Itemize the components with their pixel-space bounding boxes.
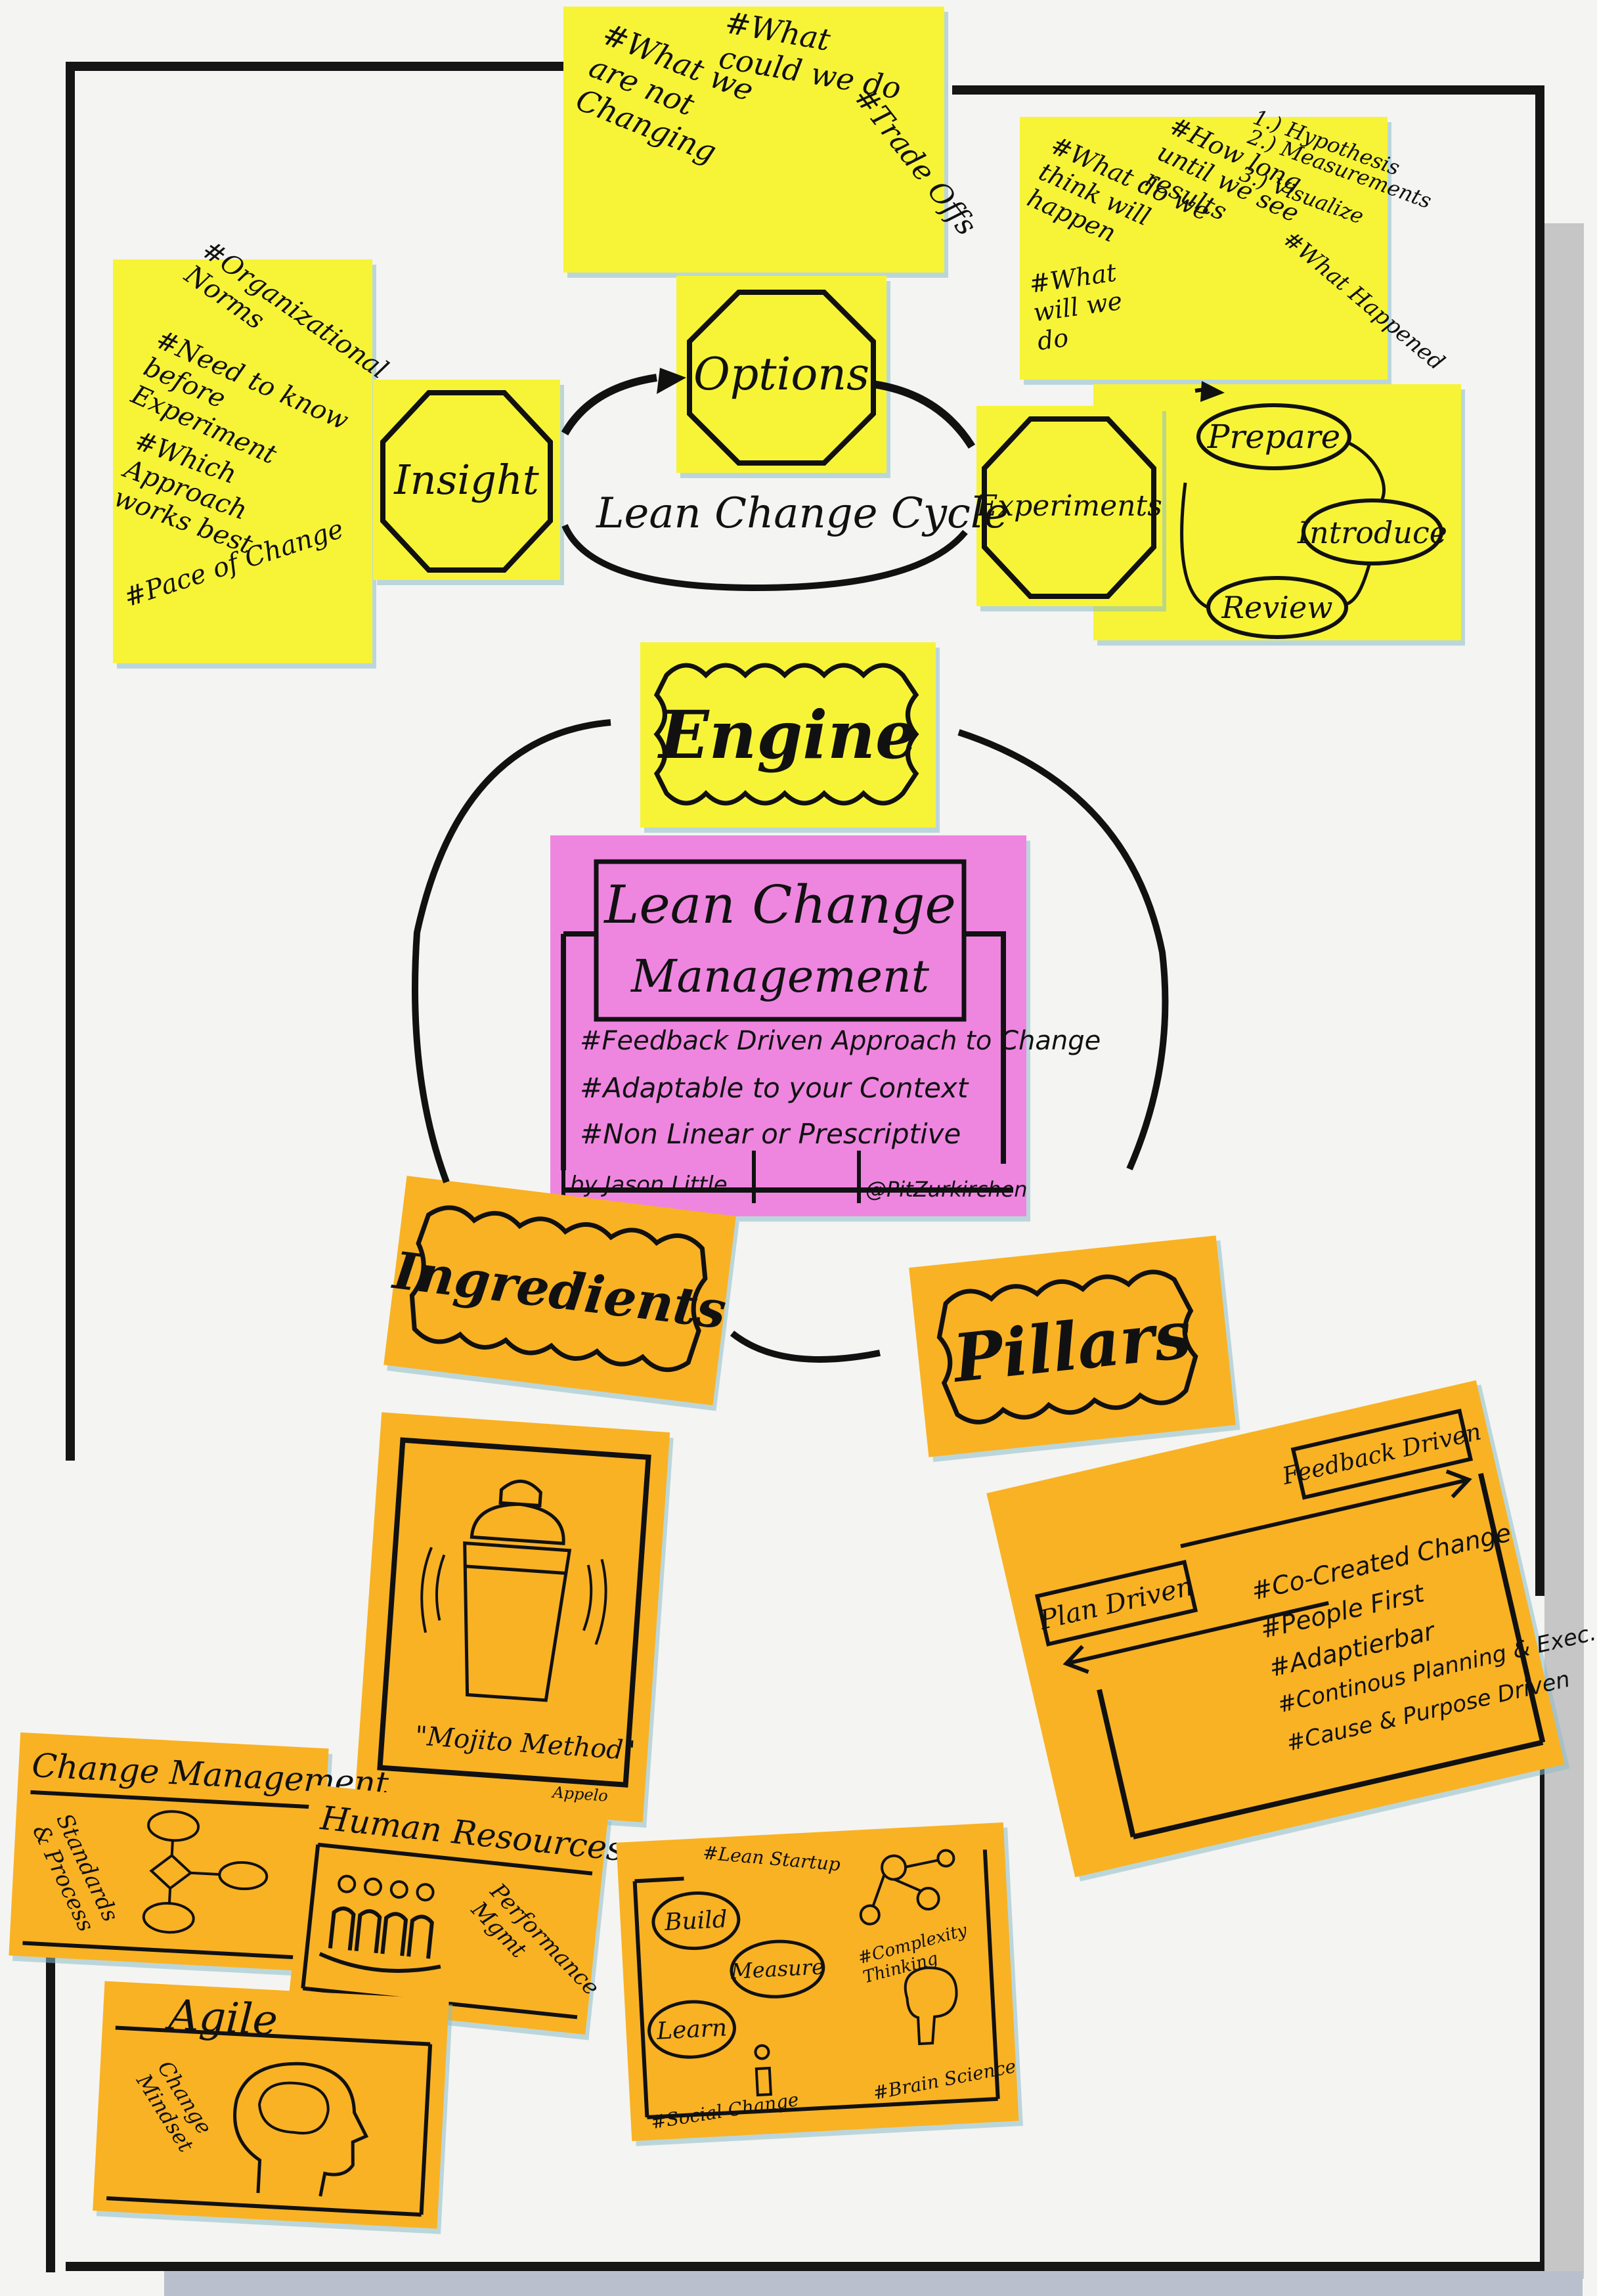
options-tag-tradeoffs: #Trade Offs bbox=[847, 80, 984, 242]
engine-note: Engine bbox=[640, 642, 936, 828]
lcm-title-1: Lean Change bbox=[604, 873, 956, 935]
step-review: Review bbox=[1221, 590, 1333, 625]
change-management-note: Change Management Standards & Process bbox=[9, 1732, 389, 1972]
step-introduce: Introduce bbox=[1297, 514, 1448, 550]
engine-burst-frame bbox=[653, 663, 919, 806]
frame-shadow-bottom bbox=[164, 2271, 1583, 2296]
lean-build: Build bbox=[664, 1905, 728, 1936]
insight-label: Insight bbox=[394, 456, 539, 504]
lean-learn: Learn bbox=[655, 2014, 728, 2045]
experiments-tag-what-will: #What will we do bbox=[1027, 257, 1124, 356]
frame-bottom bbox=[66, 2262, 1543, 2271]
lean-note: #Lean Startup Build Measure Learn #Compl… bbox=[616, 1822, 1019, 2142]
experiments-tags-note: 1.) Hypothesis 2.) Measurements 3.) Visu… bbox=[1020, 104, 1449, 380]
mojito-credit: Appelo bbox=[552, 1782, 609, 1805]
options-tags-note: #What could we do #What we are not Chang… bbox=[563, 5, 983, 273]
pillars-label: Pillars bbox=[950, 1295, 1195, 1398]
lcm-note: Lean Change Management #Feedback Driven … bbox=[550, 835, 1101, 1216]
frame-left bbox=[66, 62, 75, 1461]
options-label: Options bbox=[693, 348, 869, 401]
lcm-tag-feedback: #Feedback Driven Approach to Change bbox=[580, 1026, 1101, 1056]
lean-measure: Measure bbox=[730, 1954, 825, 1984]
experiments-label: Experiments bbox=[976, 489, 1162, 523]
options-octagon bbox=[687, 290, 876, 466]
lean-cycle-icon bbox=[632, 1849, 1000, 2119]
step-prepare: Prepare bbox=[1207, 418, 1341, 456]
frame-left-bottom bbox=[46, 1944, 55, 2272]
frame-top-left bbox=[66, 62, 565, 71]
lcm-author: by Jason Little bbox=[570, 1172, 728, 1198]
pillars-spectrum bbox=[1034, 1408, 1546, 1840]
lcm-handle: @PitZurkirchen bbox=[865, 1177, 1028, 1202]
ingredients-label: Ingredients bbox=[390, 1240, 730, 1341]
insight-octagon bbox=[380, 390, 553, 573]
lcm-tag-nonlinear: #Non Linear or Prescriptive bbox=[580, 1118, 961, 1150]
lcm-title-2: Management bbox=[630, 950, 930, 1003]
insight-note: Insight bbox=[373, 380, 560, 580]
frame-shadow bbox=[1544, 223, 1584, 2279]
experiments-octagon bbox=[982, 416, 1156, 599]
pillars-burst-frame bbox=[936, 1269, 1198, 1424]
experiments-steps-loop bbox=[1180, 403, 1443, 639]
options-note: Options bbox=[676, 276, 886, 473]
agile-note: Agile Change Mindset bbox=[93, 1981, 449, 2229]
cycle-title: Lean Change Cycle bbox=[596, 489, 1009, 538]
mojito-note: "Mojito Method" Appelo bbox=[354, 1412, 670, 1822]
ingredients-note: Ingredients bbox=[383, 1176, 736, 1405]
frame-top-right bbox=[952, 85, 1543, 95]
experiments-note: Experiments bbox=[976, 406, 1162, 606]
pillars-detail-note: Feedback Driven Plan Driven #Co-Created … bbox=[986, 1380, 1597, 1878]
agile-title: Agile bbox=[167, 1991, 279, 2046]
ingredients-burst-frame bbox=[409, 1205, 708, 1373]
engine-label: Engine bbox=[659, 696, 917, 774]
frame-right bbox=[1535, 85, 1544, 1596]
experiments-tag-what-happened: #What Happened bbox=[1278, 225, 1450, 376]
pillars-note: Pillars bbox=[909, 1235, 1236, 1457]
head-brain-icon bbox=[106, 2025, 433, 2217]
lcm-tag-adaptable: #Adaptable to your Context bbox=[580, 1072, 969, 1104]
insight-tags-note: #Organizational Norms #Need to know befo… bbox=[110, 234, 393, 663]
shaker-icon bbox=[377, 1437, 651, 1788]
